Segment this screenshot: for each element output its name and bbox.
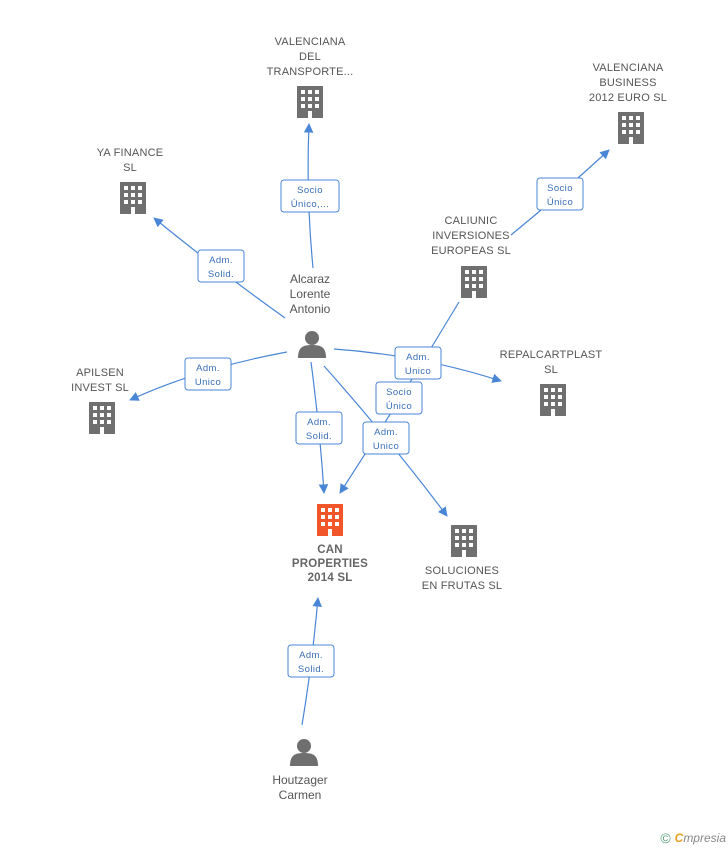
company-name: YA FINANCE	[97, 147, 164, 159]
building-icon	[618, 112, 644, 144]
relation-label-box	[287, 644, 335, 678]
relation-label-text: Único	[547, 197, 573, 208]
relation-label-box	[295, 411, 343, 445]
company-node[interactable]: CALIUNIC INVERSIONES EUROPEAS SL	[431, 215, 511, 298]
copyright-icon: ©	[660, 830, 671, 846]
person-name: Houtzager	[272, 773, 327, 787]
relation-label-text: Unico	[405, 366, 431, 377]
relation-label-text: Adm.	[209, 255, 233, 266]
company-node[interactable]: VALENCIANA BUSINESS 2012 EURO SL	[589, 62, 667, 144]
person-name: Lorente	[290, 287, 331, 301]
relation-label-box	[197, 249, 245, 283]
company-name: DEL	[299, 51, 321, 63]
company-node[interactable]: SOLUCIONES EN FRUTAS SL	[422, 525, 502, 592]
company-name: REPALCARTPLAST	[500, 349, 603, 361]
building-icon	[89, 402, 115, 434]
relation-label-box	[375, 381, 423, 415]
relation-label-text: Unico	[373, 441, 399, 452]
company-name: SOLUCIONES	[425, 565, 499, 577]
relation-label[interactable]: SocioÚnico,...	[280, 179, 340, 213]
relation-label[interactable]: Adm. Unico	[394, 346, 442, 380]
building-icon	[540, 384, 566, 416]
relation-label-text: Solid.	[306, 431, 332, 442]
person-icon	[298, 331, 326, 358]
company-node[interactable]: VALENCIANA DEL TRANSPORTE...	[267, 36, 354, 118]
relation-label-box	[184, 357, 232, 391]
copyright-footer: © Cmpresia	[660, 830, 726, 846]
relation-label-box	[362, 421, 410, 455]
relation-label[interactable]: Adm. Solid.	[295, 411, 343, 445]
relation-label[interactable]: Adm. Unico	[362, 421, 410, 455]
relation-label[interactable]: Adm. Solid.	[287, 644, 335, 678]
person-name: Carmen	[279, 788, 322, 802]
relation-label-text: Solid.	[208, 269, 234, 280]
building-icon	[451, 525, 477, 557]
company-node[interactable]: APILSEN INVEST SL	[71, 367, 129, 434]
company-name: 2014 SL	[308, 572, 353, 584]
relation-label-text: Socio	[547, 183, 573, 194]
person-name: Alcaraz	[290, 272, 330, 286]
company-name: CAN	[317, 544, 343, 556]
company-name: INVEST SL	[71, 382, 129, 394]
person-name: Antonio	[290, 302, 331, 316]
relation-label-text: Socio	[386, 387, 412, 398]
building-icon	[461, 266, 487, 298]
relation-label-text: Adm.	[196, 363, 220, 374]
building-icon	[120, 182, 146, 214]
relation-label-text: Solid.	[298, 664, 324, 675]
relation-label-text: Único	[386, 401, 412, 412]
relation-label-text: Único,...	[291, 199, 329, 210]
company-node[interactable]: YA FINANCE SL	[97, 147, 164, 214]
relation-label-text: Unico	[195, 377, 221, 388]
relation-label[interactable]: Adm. Solid.	[197, 249, 245, 283]
relation-label-text: Adm.	[374, 427, 398, 438]
company-name: SL	[123, 162, 137, 174]
relation-label[interactable]: Adm. Unico	[184, 357, 232, 391]
person-icon	[290, 739, 318, 766]
company-name: BUSINESS	[599, 77, 656, 89]
center-company-node[interactable]: CAN PROPERTIES 2014 SL	[292, 504, 368, 584]
company-name: EUROPEAS SL	[431, 245, 511, 257]
company-name: VALENCIANA	[593, 62, 664, 74]
company-name: TRANSPORTE...	[267, 66, 354, 78]
company-name: EN FRUTAS SL	[422, 580, 502, 592]
relation-label-box	[394, 346, 442, 380]
relation-label-text: Adm.	[299, 650, 323, 661]
relation-label-box	[536, 177, 584, 211]
company-name: APILSEN	[76, 367, 124, 379]
building-icon	[317, 504, 343, 536]
nodes-layer: CAN PROPERTIES 2014 SL VALENCIANA DEL TRANSPO…	[71, 36, 667, 802]
company-name: INVERSIONES	[432, 230, 509, 242]
relation-label-text: Adm.	[406, 352, 430, 363]
company-name: PROPERTIES	[292, 558, 368, 570]
company-node[interactable]: REPALCARTPLAST SL	[500, 349, 603, 416]
company-name: VALENCIANA	[275, 36, 346, 48]
relation-label-text: Adm.	[307, 417, 331, 428]
company-name: 2012 EURO SL	[589, 92, 667, 104]
building-icon	[297, 86, 323, 118]
brand-logo[interactable]: Cmpresia	[674, 831, 726, 845]
edge-labels-layer: SocioÚnico,...Adm.Solid.Adm.UnicoAdm.Sol…	[184, 177, 584, 678]
company-name: SL	[544, 364, 558, 376]
relation-label-text: Socio	[297, 185, 323, 196]
relation-label-box	[280, 179, 340, 213]
company-name: CALIUNIC	[445, 215, 498, 227]
